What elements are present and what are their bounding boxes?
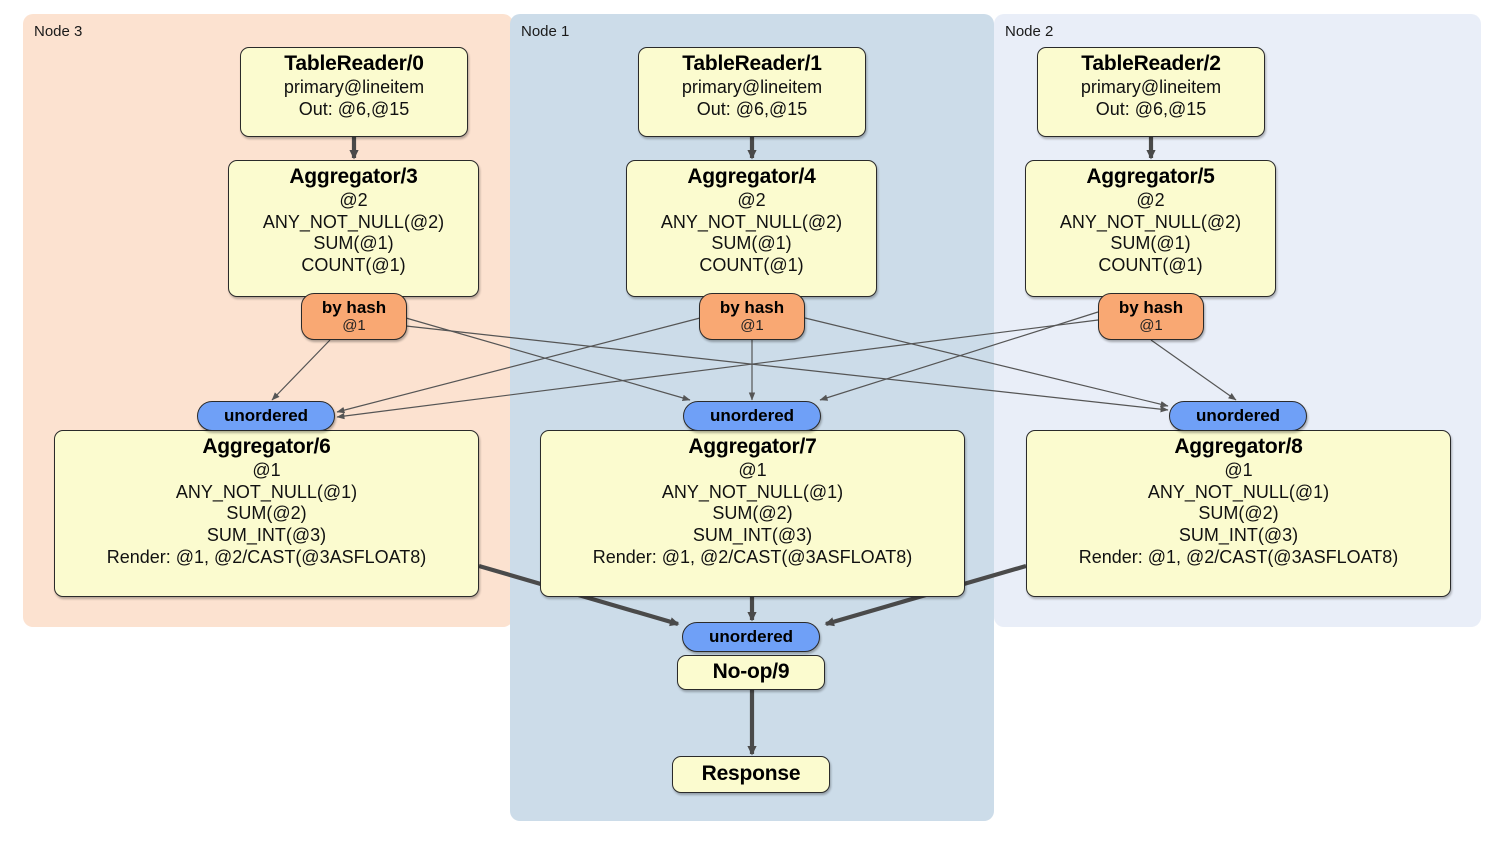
operator-detail-line: SUM_INT(@3) [1178,525,1299,546]
input-pill-unordered-8[interactable]: unordered [1169,401,1307,431]
operator-detail-line: @2 [1136,189,1165,210]
router-pill-by-hash-4[interactable]: by hash@1 [699,293,805,340]
operator-detail-line: SUM(@1) [1110,233,1191,254]
operator-detail-line: SUM(@1) [313,233,394,254]
operator-detail-line: ANY_NOT_NULL(@1) [175,481,358,502]
pill-sublabel: @1 [342,316,366,334]
pill-label: by hash [1118,297,1184,317]
pill-sublabel: @1 [1139,316,1163,334]
operator-box-noop-9[interactable]: No-op/9 [677,655,825,690]
cluster-label-node-1: Node 1 [521,23,570,40]
operator-title: TableReader/0 [284,52,424,75]
operator-detail-line: SUM(@2) [226,503,307,524]
operator-detail-line: @2 [737,189,766,210]
operator-title: Aggregator/8 [1174,435,1303,458]
cluster-label-node-2: Node 2 [1005,23,1054,40]
operator-detail-line: Render: @1, @2/CAST(@3ASFLOAT8) [592,546,913,567]
operator-detail-line: ANY_NOT_NULL(@1) [1147,481,1330,502]
operator-title: Aggregator/3 [289,165,418,188]
edge-hash4-to-unord8 [804,317,1169,408]
operator-detail-line: @1 [738,459,767,480]
operator-detail-line: SUM_INT(@3) [692,525,813,546]
operator-detail-line: SUM(@2) [712,503,793,524]
operator-title: Response [701,762,801,786]
edge-hash3-to-unord6 [271,339,331,401]
operator-detail-line: ANY_NOT_NULL(@2) [1059,211,1242,232]
operator-detail-line: Out: @6,@15 [1095,98,1207,119]
operator-detail-line: SUM(@2) [1198,503,1279,524]
router-pill-by-hash-5[interactable]: by hash@1 [1098,293,1204,340]
pill-label: unordered [1195,405,1281,425]
operator-title: No-op/9 [712,660,790,684]
operator-detail-line: ANY_NOT_NULL(@2) [262,211,445,232]
operator-detail-line: primary@lineitem [681,76,823,97]
input-pill-unordered-7[interactable]: unordered [683,401,821,431]
operator-detail-line: Out: @6,@15 [696,98,808,119]
operator-detail-line: Render: @1, @2/CAST(@3ASFLOAT8) [1078,546,1399,567]
operator-detail-line: primary@lineitem [283,76,425,97]
operator-detail-line: COUNT(@1) [301,255,406,276]
operator-title: Aggregator/4 [687,165,816,188]
input-pill-unordered-9[interactable]: unordered [682,622,820,652]
pill-label: unordered [223,405,309,425]
operator-title: Aggregator/5 [1086,165,1215,188]
edge-hash4-to-unord6 [336,317,701,414]
operator-detail-line: SUM_INT(@3) [206,525,327,546]
operator-detail-line: COUNT(@1) [1098,255,1203,276]
edge-hash5-to-unord9 [1150,339,1237,401]
operator-detail-line: SUM(@1) [711,233,792,254]
router-pill-by-hash-3[interactable]: by hash@1 [301,293,407,340]
edge-hash5-to-unord7 [819,311,1099,401]
pill-label: by hash [719,297,785,317]
operator-title: Aggregator/7 [688,435,817,458]
operator-box-response[interactable]: Response [672,756,830,793]
pill-sublabel: @1 [740,316,764,334]
operator-detail-line: @2 [339,189,368,210]
operator-title: TableReader/2 [1081,52,1221,75]
pill-label: unordered [709,405,795,425]
operator-detail-line: @1 [1224,459,1253,480]
pill-label: by hash [321,297,387,317]
operator-detail-line: Render: @1, @2/CAST(@3ASFLOAT8) [106,546,427,567]
operator-detail-line: ANY_NOT_NULL(@1) [661,481,844,502]
edge-hash5-to-unord6 [336,319,1099,420]
operator-detail-line: ANY_NOT_NULL(@2) [660,211,843,232]
pill-label: unordered [708,626,794,646]
operator-detail-line: COUNT(@1) [699,255,804,276]
edge-hash3-to-unord8 [405,325,1169,413]
cluster-label-node-3: Node 3 [34,23,83,40]
operator-title: Aggregator/6 [202,435,331,458]
operator-title: TableReader/1 [682,52,822,75]
operator-detail-line: Out: @6,@15 [298,98,410,119]
input-pill-unordered-6[interactable]: unordered [197,401,335,431]
operator-detail-line: primary@lineitem [1080,76,1222,97]
operator-detail-line: @1 [252,459,281,480]
